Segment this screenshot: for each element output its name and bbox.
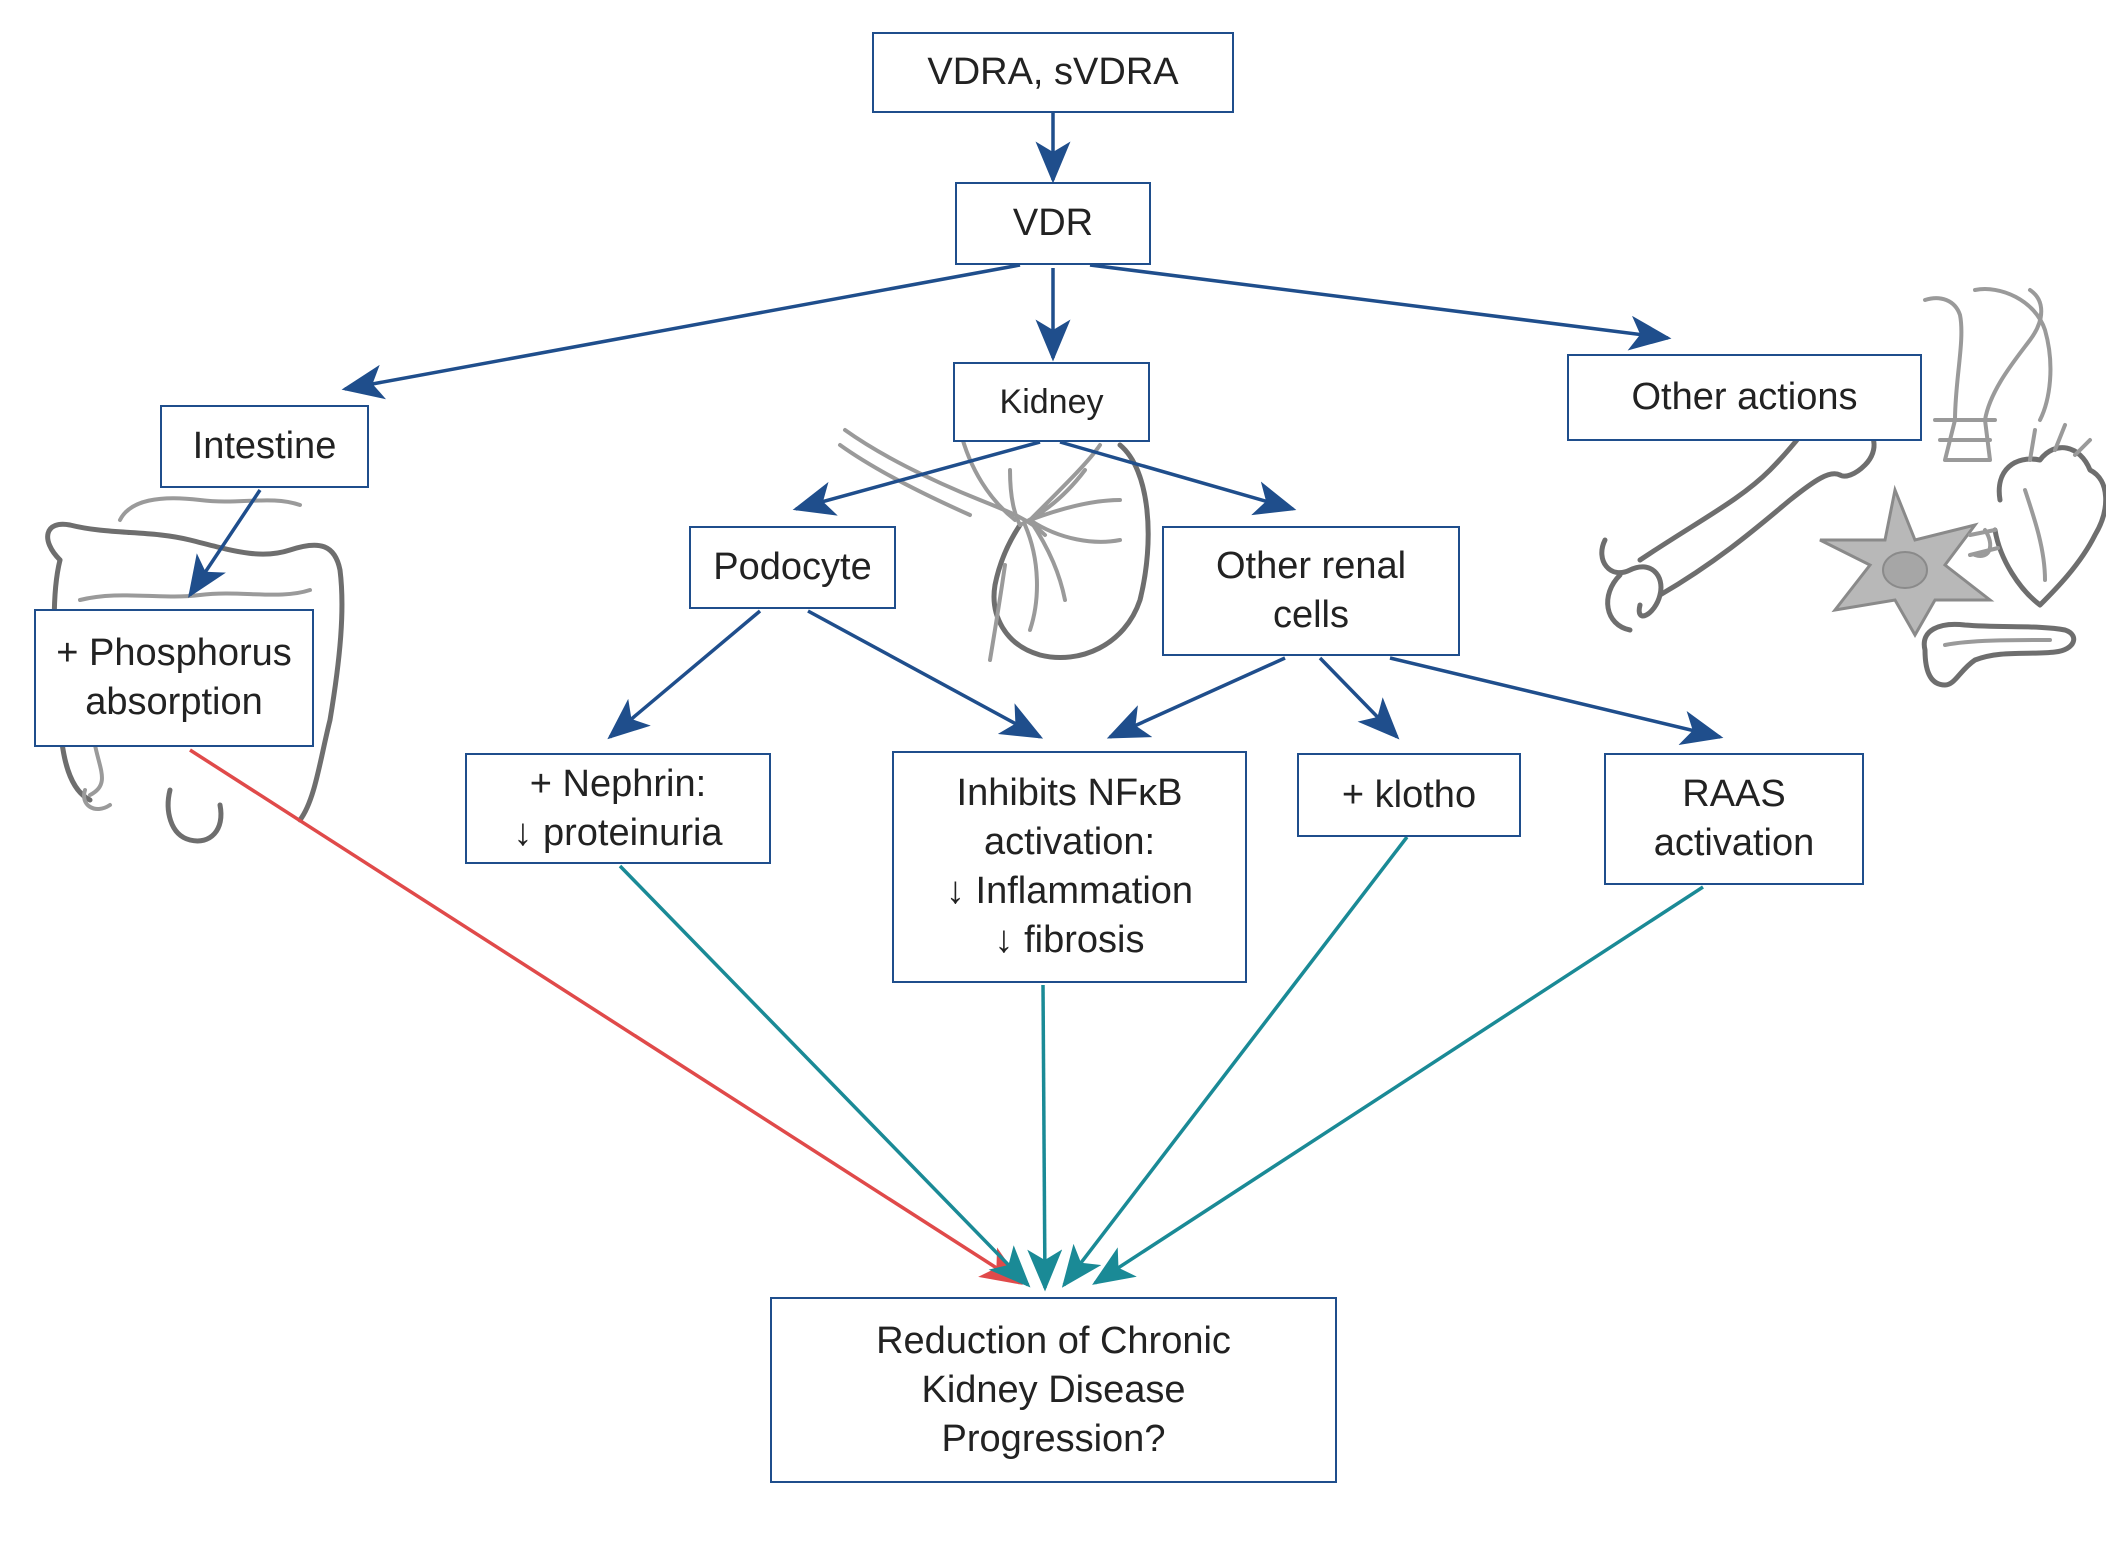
- node-label-line: ↓ Inflammation: [945, 870, 1194, 912]
- arrow-phosphorus-to-reduction: [189, 748, 1023, 1285]
- node-klotho: + klotho: [1297, 753, 1521, 837]
- arrow-vdr-to-other-actions: [1089, 263, 1672, 351]
- arrow-klotho-to-reduction: [1061, 835, 1409, 1288]
- node-label-line: + Phosphorus: [56, 632, 292, 674]
- node-label-line: Intestine: [192, 425, 337, 467]
- node-label-line: activation: [1653, 822, 1815, 864]
- node-label-line: ↓ proteinuria: [513, 811, 723, 854]
- arrow-nephrin-to-reduction: [618, 864, 1031, 1288]
- node-kidney: Kidney: [953, 362, 1150, 442]
- node-label-line: + klotho: [1341, 773, 1477, 816]
- arrow-kidney-to-other-renal: [1059, 440, 1297, 516]
- arrow-podocyte-to-nfkb: [807, 609, 1044, 739]
- node-label-line: Progression?: [941, 1417, 1166, 1460]
- arrow-other-renal-to-nfkb: [1106, 656, 1286, 739]
- node-phosphorus-absorption: + Phosphorus absorption: [34, 609, 314, 747]
- arrow-kidney-to-podocyte: [792, 440, 1041, 516]
- node-label-line: Kidney: [999, 382, 1104, 421]
- node-label-line: VDRA, sVDRA: [927, 51, 1179, 93]
- node-label-line: Other renal: [1215, 545, 1407, 587]
- node-label-line: absorption: [85, 681, 263, 723]
- node-label-line: VDR: [1012, 202, 1094, 244]
- node-label-line: ↓ fibrosis: [994, 919, 1145, 961]
- node-nephrin: + Nephrin: ↓ proteinuria: [465, 753, 771, 864]
- node-label-line: RAAS: [1682, 773, 1786, 815]
- arrow-raas-to-reduction: [1092, 885, 1704, 1285]
- node-label-line: Podocyte: [713, 546, 872, 588]
- node-label-line: Kidney Disease: [921, 1368, 1186, 1411]
- node-podocyte: Podocyte: [689, 526, 896, 609]
- arrow-other-renal-to-klotho: [1318, 656, 1400, 740]
- arrow-podocyte-to-nephrin: [607, 609, 762, 740]
- node-vdra: VDRA, sVDRA: [872, 32, 1234, 113]
- arrow-vdr-to-intestine: [341, 263, 1021, 400]
- arrow-nfkb-to-reduction: [1027, 984, 1063, 1292]
- node-label-line: Inhibits NFκB: [956, 772, 1183, 814]
- arrow-intestine-to-phosphorus: [188, 489, 262, 598]
- node-label-line: + Nephrin:: [529, 762, 707, 805]
- heart-sketch: [1968, 423, 2106, 608]
- node-label-line: cells: [1272, 594, 1350, 636]
- node-other-renal-cells: Other renal cells: [1162, 526, 1460, 656]
- node-raas: RAAS activation: [1604, 753, 1864, 885]
- bone-cell-sketch: [1819, 484, 1995, 639]
- node-vdr: VDR: [955, 182, 1151, 265]
- parathyroid-sketch: [1923, 287, 2053, 462]
- node-label-line: activation:: [983, 821, 1156, 863]
- pancreas-sketch: [1921, 621, 2077, 688]
- node-other-actions: Other actions: [1567, 354, 1922, 441]
- node-nfkb: Inhibits NFκB activation: ↓ Inflammation ↓ …: [892, 751, 1247, 983]
- node-label-line: Other actions: [1631, 376, 1858, 418]
- node-intestine: Intestine: [160, 405, 369, 488]
- node-label-line: Reduction of Chronic: [876, 1319, 1231, 1362]
- arrow-other-renal-to-raas: [1389, 656, 1724, 746]
